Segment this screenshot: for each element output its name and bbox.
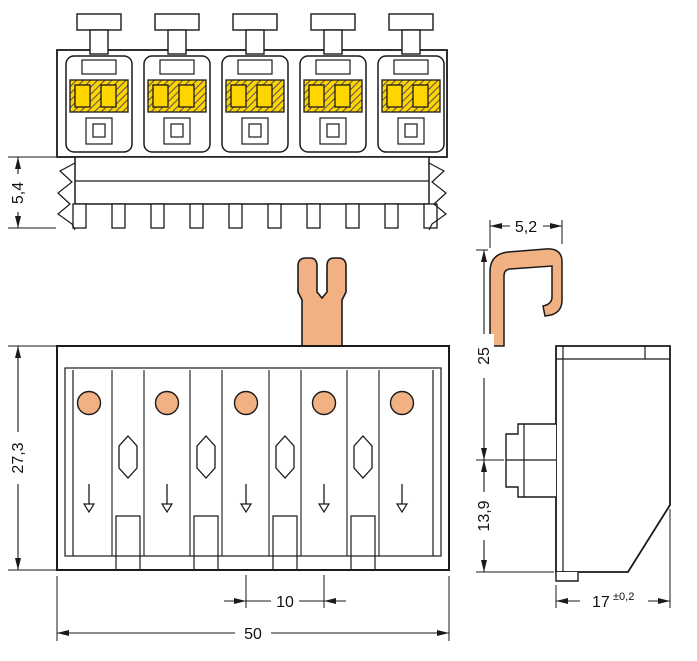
push-button-2 — [154, 390, 180, 416]
left-claw — [57, 162, 76, 231]
dim-side-lower: 13,9 — [474, 460, 554, 573]
strain-relief-claw — [297, 257, 347, 347]
front-view — [56, 257, 450, 571]
pole-top-5 — [377, 13, 445, 153]
pole-top-4 — [299, 13, 367, 153]
dim-front-width: 50 — [56, 576, 450, 643]
push-button-4 — [311, 390, 337, 416]
right-claw — [428, 162, 447, 231]
front-face-inset — [64, 367, 442, 557]
push-button-5 — [389, 390, 415, 416]
push-buttons — [76, 390, 415, 416]
pole-top-1 — [65, 13, 133, 153]
dim-depth: 17 ±0,2 — [555, 509, 671, 611]
dim-foot-height: 5,4 — [8, 156, 56, 229]
dim-front-height: 27,3 — [8, 345, 56, 571]
dim-label-side-lower: 13,9 — [476, 500, 493, 531]
side-view-body — [555, 345, 671, 573]
dim-label-clip-width: 5,2 — [515, 219, 537, 236]
pole-top-3 — [221, 13, 289, 153]
dim-pole-pitch: 10 — [224, 575, 346, 611]
pole-top-2 — [143, 13, 211, 153]
dim-label-side-upper: 25 — [476, 347, 493, 365]
dim-label-front-height: 27,3 — [10, 442, 27, 473]
mounting-legs — [72, 203, 438, 229]
dim-side-upper: 25 — [474, 249, 504, 461]
mounting-clip — [489, 248, 563, 347]
push-button-3 — [233, 390, 259, 416]
dim-label-depth: 17 — [592, 594, 610, 611]
dim-label-foot-height: 5,4 — [10, 182, 27, 204]
dim-label-pole-pitch: 10 — [276, 594, 294, 611]
dim-label-front-width: 50 — [244, 626, 262, 643]
dim-clip-width: 5,2 — [489, 216, 563, 248]
push-button-1 — [76, 390, 102, 416]
side-view — [489, 248, 671, 582]
dim-label-depth-tolerance: ±0,2 — [613, 591, 634, 603]
side-bottom-notch — [555, 572, 579, 582]
top-view — [56, 13, 448, 231]
